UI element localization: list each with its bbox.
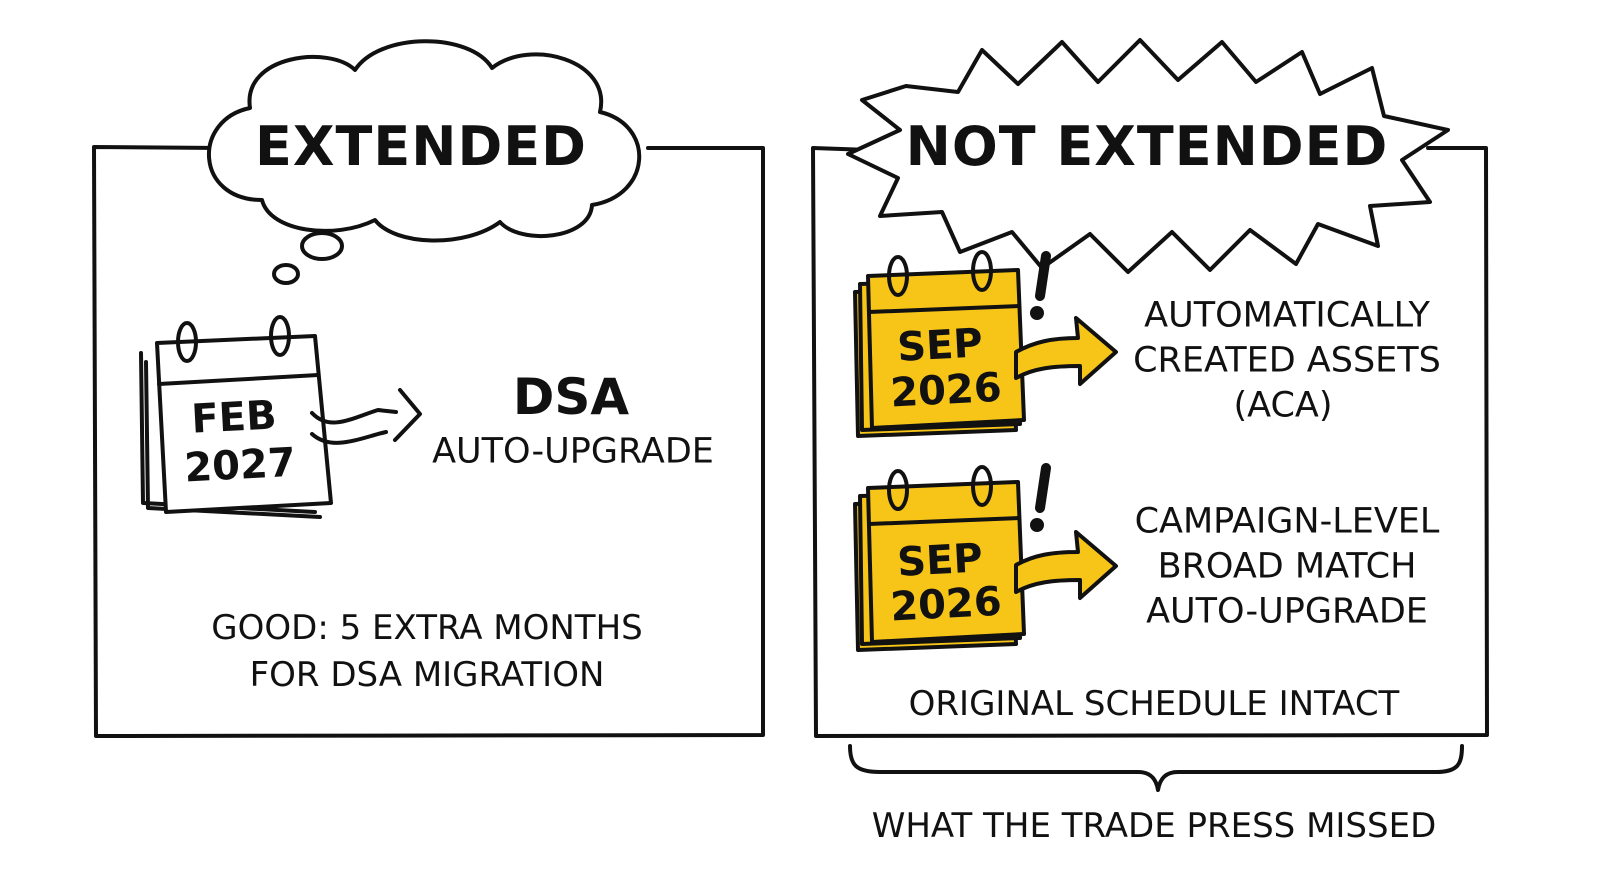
- calendar-icon-sep-1: [853, 250, 1026, 438]
- broad-match-line1: CAMPAIGN-LEVEL: [1134, 501, 1440, 542]
- feb-calendar-year: 2027: [183, 439, 297, 492]
- broad-match-line3: AUTO-UPGRADE: [1146, 591, 1428, 632]
- left-caption-line1: GOOD: 5 EXTRA MONTHS: [211, 607, 643, 648]
- right-caption: ORIGINAL SCHEDULE INTACT: [908, 683, 1400, 724]
- right-panel-frame: [811, 146, 1489, 738]
- brace-caption: WHAT THE TRADE PRESS MISSED: [871, 805, 1437, 846]
- calendar-icon-sep-2: [853, 465, 1026, 652]
- sep-calendar-2-month: SEP: [896, 535, 984, 586]
- feb-calendar-month: FEB: [190, 392, 278, 443]
- curly-brace: [848, 744, 1464, 792]
- thought-bubble-large: [300, 231, 344, 261]
- aca-line1: AUTOMATICALLY: [1144, 295, 1430, 336]
- starburst: [846, 38, 1450, 274]
- sep-calendar-1-month: SEP: [896, 320, 984, 371]
- dsa-label: DSA: [512, 368, 630, 426]
- sep-calendar-1-year: 2026: [889, 364, 1003, 417]
- arrow-sep-to-aca: [1014, 316, 1118, 386]
- alert-dot-2: [1030, 518, 1044, 532]
- calendar-icon-feb: [139, 315, 333, 519]
- aca-line2: CREATED ASSETS: [1133, 340, 1441, 381]
- aca-line3: (ACA): [1233, 385, 1333, 426]
- alert-mark-2: [1035, 463, 1051, 513]
- arrow-feb-to-dsa: [310, 388, 422, 445]
- broad-match-line2: BROAD MATCH: [1157, 546, 1417, 587]
- dsa-auto-upgrade-label: AUTO-UPGRADE: [432, 431, 714, 472]
- left-caption-line2: FOR DSA MIGRATION: [249, 654, 605, 695]
- alert-mark-1: [1035, 251, 1051, 301]
- sep-calendar-2-year: 2026: [889, 578, 1003, 631]
- thought-bubble-small: [272, 263, 300, 285]
- left-panel-frame: [92, 145, 765, 738]
- arrow-sep-to-broad-match: [1014, 530, 1118, 600]
- left-panel-title: EXTENDED: [255, 114, 587, 178]
- right-panel-title: NOT EXTENDED: [905, 114, 1389, 178]
- thought-cloud: [206, 39, 642, 243]
- alert-dot-1: [1030, 306, 1044, 320]
